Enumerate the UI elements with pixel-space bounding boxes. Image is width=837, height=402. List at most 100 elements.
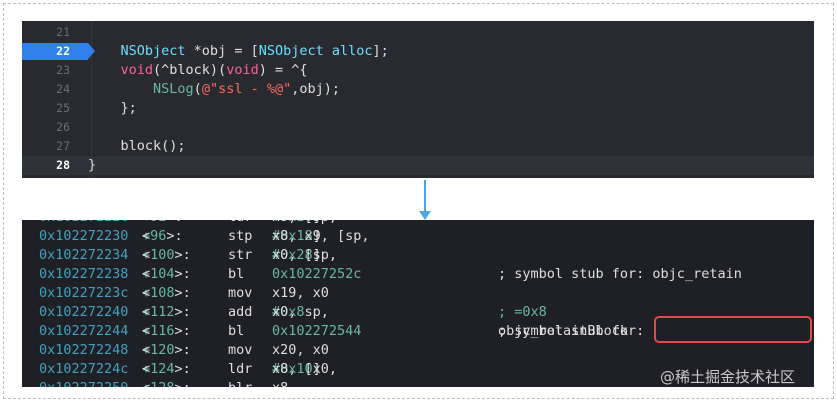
code-text: NSObject *obj = [NSObject alloc]; [88,42,389,61]
instruction-offset: <+92>: [142,220,183,227]
code-text: }; [88,99,137,118]
instruction-mnemonic: str [228,247,253,263]
instruction-mnemonic: ldr [228,361,253,377]
code-token: ]; [372,43,389,59]
code-token: void [120,62,154,78]
instruction-offset: <+128>: [142,379,191,387]
instruction-offset: <+124>: [142,361,191,377]
instruction-address: 0x102272240 [39,304,129,320]
code-line: 21 [22,23,814,42]
instruction-comment: ; =0x8 [498,304,547,320]
instruction-operands: 0x102272544 [272,323,362,339]
instruction-address: 0x102272248 [39,342,129,358]
instruction-offset: <+116>: [142,323,191,339]
instruction-comment: ; symbol stub for: objc_retain [498,266,742,282]
instruction-address: 0x10227224c [39,361,129,377]
instruction-offset: <+120>: [142,342,191,358]
instruction-mnemonic: bl [228,323,245,339]
code-token [324,43,332,59]
instruction-mnemonic: ldr [228,220,252,227]
code-token: }; [88,100,137,116]
instruction-mnemonic: blr [228,379,252,387]
code-token: void [226,62,259,78]
line-number: 28 [56,158,70,172]
code-token: alloc [331,43,373,59]
instruction-comment: ; symbol stub for: objc_retainBlock [498,323,653,339]
line-number: 24 [56,82,70,96]
disasm-row: 0x10227222c <+92>: ldr x9, [sp, #0x20] [22,220,814,227]
instruction-operands: x8, x9, [sp, #0x18] [272,228,378,244]
code-token: NSLog [153,81,194,97]
watermark: @稀土掘金技术社区 [660,368,796,386]
code-line: 23 void(^block)(void) = ^{ [22,61,814,80]
line-number: 21 [56,25,70,39]
code-token: (^block)( [153,62,227,78]
code-token: NSObject [120,43,186,59]
code-token: NSObject [258,43,324,59]
line-number: 26 [56,120,70,134]
line-number: 27 [56,139,70,153]
breakpoint-marker[interactable] [22,43,95,60]
code-line: 25 }; [22,99,814,118]
code-line: 22 NSObject *obj = [NSObject alloc]; [22,42,814,61]
code-text: } [88,156,96,175]
disasm-row: 0x102272238 <+104>: bl 0x10227252c ; symbol … [22,265,814,284]
instruction-address: 0x102272250 [39,379,128,387]
instruction-mnemonic: bl [228,266,245,282]
code-token: ) = ^{ [258,62,308,78]
code-token: @"ssl - %@" [201,81,292,97]
line-number: 23 [56,63,70,77]
code-token: ,obj); [291,81,340,97]
instruction-offset: <+100>: [142,247,191,263]
code-text: void(^block)(void) = ^{ [88,61,308,80]
instruction-offset: <+108>: [142,285,191,301]
instruction-mnemonic: add [228,304,253,320]
code-token: } [88,157,97,173]
line-number: 22 [56,44,70,58]
instruction-address: 0x10227222c [39,220,128,227]
code-line: 28} [22,156,814,175]
instruction-offset: <+112>: [142,304,191,320]
code-text: NSLog(@"ssl - %@",obj); [88,80,340,99]
down-arrow-icon [424,180,426,216]
arrow-head-icon [419,211,431,220]
code-token [88,62,121,78]
instruction-address: 0x102272238 [39,266,129,282]
instruction-address: 0x102272234 [39,247,129,263]
instruction-address: 0x102272230 [39,228,129,244]
line-number: 25 [56,101,70,115]
highlight-box [654,316,812,343]
code-token: ( [193,81,202,97]
instruction-mnemonic: stp [228,228,253,244]
code-token [88,81,153,97]
disasm-row: 0x102272244 <+116>: bl 0x102272544 ; symbol … [22,322,814,341]
code-token: *obj = [ [185,43,259,59]
code-line: 27 block(); [22,137,814,156]
disasm-row: 0x102272240 <+112>: add x0, sp, #0x8 ; =0x8 [22,303,814,322]
instruction-operands: x8, [x0, #0x10] [272,361,346,377]
code-token [88,43,121,59]
disasm-row: 0x10227224c <+124>: ldr x8, [x0, #0x10] [22,360,814,379]
instruction-operands: x9, [sp, #0x20] [272,220,337,227]
code-text: block(); [88,137,186,156]
instruction-operands: x0, [sp, #0x28] [272,247,346,263]
instruction-mnemonic: mov [228,285,253,301]
instruction-address: 0x102272244 [39,323,129,339]
instruction-operands: x0, sp, #0x8 [272,304,338,320]
instruction-mnemonic: mov [228,342,253,358]
instruction-offset: <+104>: [142,266,191,282]
disassembly-view: 0x10227222c<+92>:ldrx9, [sp, #0x20]0x102… [22,220,814,387]
disasm-row: 0x102272250<+128>:blrx8 [22,379,814,387]
instruction-address: 0x10227223c [39,285,129,301]
code-token: block(); [88,138,186,154]
code-line: 24 NSLog(@"ssl - %@",obj); [22,80,814,99]
disasm-row: 0x102272234 <+100>: str x0, [sp, #0x28] [22,246,814,265]
code-line: 26 [22,118,814,137]
instruction-offset: <+96>: [142,228,183,244]
disasm-row: 0x102272230 <+96>: stp x8, x9, [sp, #0x18] [22,227,814,246]
instruction-operands: 0x10227252c [272,266,362,282]
